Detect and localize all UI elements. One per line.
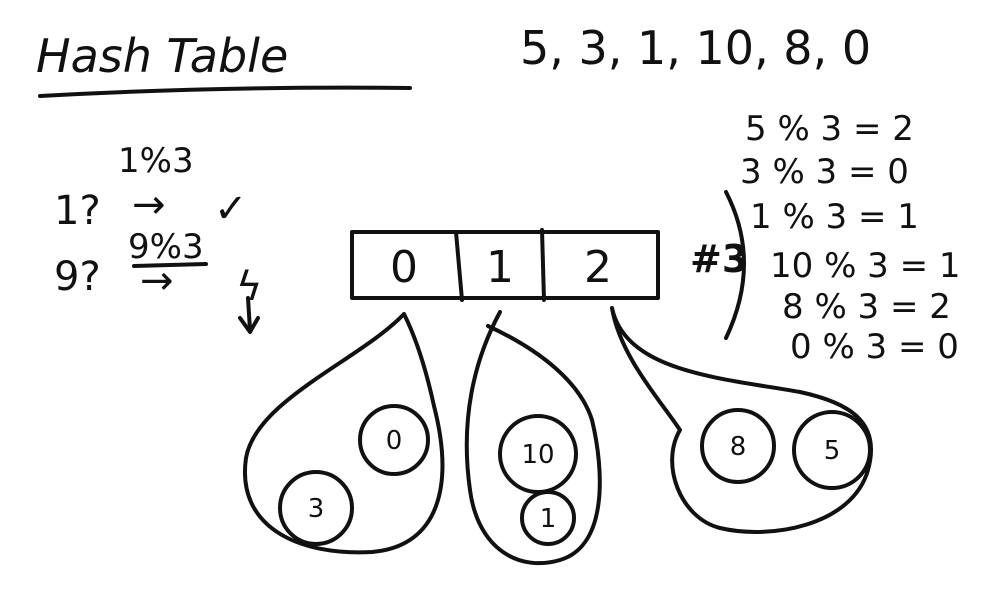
bucket-0-node-2 [278, 470, 354, 546]
bucket-0-loop [242, 312, 445, 555]
divisor-label: #3 [690, 237, 748, 281]
lookup-1-query: 1? [54, 188, 101, 234]
lookup-2-expression: 9%3 [128, 227, 204, 267]
calc-line-5: 8 % 3 = 2 [782, 287, 951, 327]
bucket-2-node-1-label: 8 [730, 432, 747, 462]
array-box [350, 230, 660, 300]
title: Hash Table [36, 29, 288, 83]
bucket-1-loop [464, 310, 602, 566]
lookup-2: 9? 9%3 → ϟ [54, 227, 262, 334]
lookup-2-query: 9? [54, 254, 101, 300]
lookup-1-expression: 1%3 [118, 141, 194, 181]
calc-bracket [724, 190, 746, 340]
hash-array: 0 1 2 [350, 228, 660, 302]
lookup-1: 1? 1%3 → ✓ [54, 141, 248, 234]
bucket-0-node-1-label: 0 [386, 426, 403, 456]
calc-line-6: 0 % 3 = 0 [790, 327, 959, 367]
bucket-index-2: 2 [584, 242, 612, 293]
calc-line-3: 1 % 3 = 1 [750, 197, 919, 237]
lookup-2-underline [132, 262, 208, 268]
bucket-0-chain: 0 3 [242, 312, 445, 555]
lookup-2-arrow: → [140, 258, 174, 304]
array-divider-1 [454, 230, 464, 302]
bucket-1-node-2 [520, 490, 576, 546]
bucket-2-node-2 [792, 410, 872, 490]
bucket-0-node-1 [358, 404, 430, 476]
modulo-calculations: 5 % 3 = 2 3 % 3 = 0 1 % 3 = 1 10 % 3 = 1… [740, 109, 961, 367]
bucket-0-node-2-label: 3 [308, 494, 325, 524]
array-divider-2 [540, 228, 546, 302]
title-underline [38, 85, 412, 98]
bucket-1-chain: 10 1 [464, 310, 602, 566]
bucket-index-1: 1 [486, 242, 514, 293]
bucket-1-node-2-label: 1 [540, 504, 557, 534]
calc-line-4: 10 % 3 = 1 [770, 246, 961, 286]
calc-line-1: 5 % 3 = 2 [745, 109, 914, 149]
bucket-2-node-2-label: 5 [824, 436, 841, 466]
check-icon: ✓ [214, 186, 248, 232]
bucket-index-0: 0 [390, 242, 418, 293]
input-sequence: 5, 3, 1, 10, 8, 0 [520, 21, 871, 75]
bucket-2-chain: 8 5 [610, 306, 874, 534]
calc-line-2: 3 % 3 = 0 [740, 152, 909, 192]
lightning-arrow-icon [238, 296, 260, 334]
bucket-2-node-1 [700, 408, 776, 484]
bucket-2-loop [610, 306, 874, 534]
lookup-1-arrow: → [132, 182, 166, 228]
bucket-1-node-1-label: 10 [521, 440, 554, 470]
